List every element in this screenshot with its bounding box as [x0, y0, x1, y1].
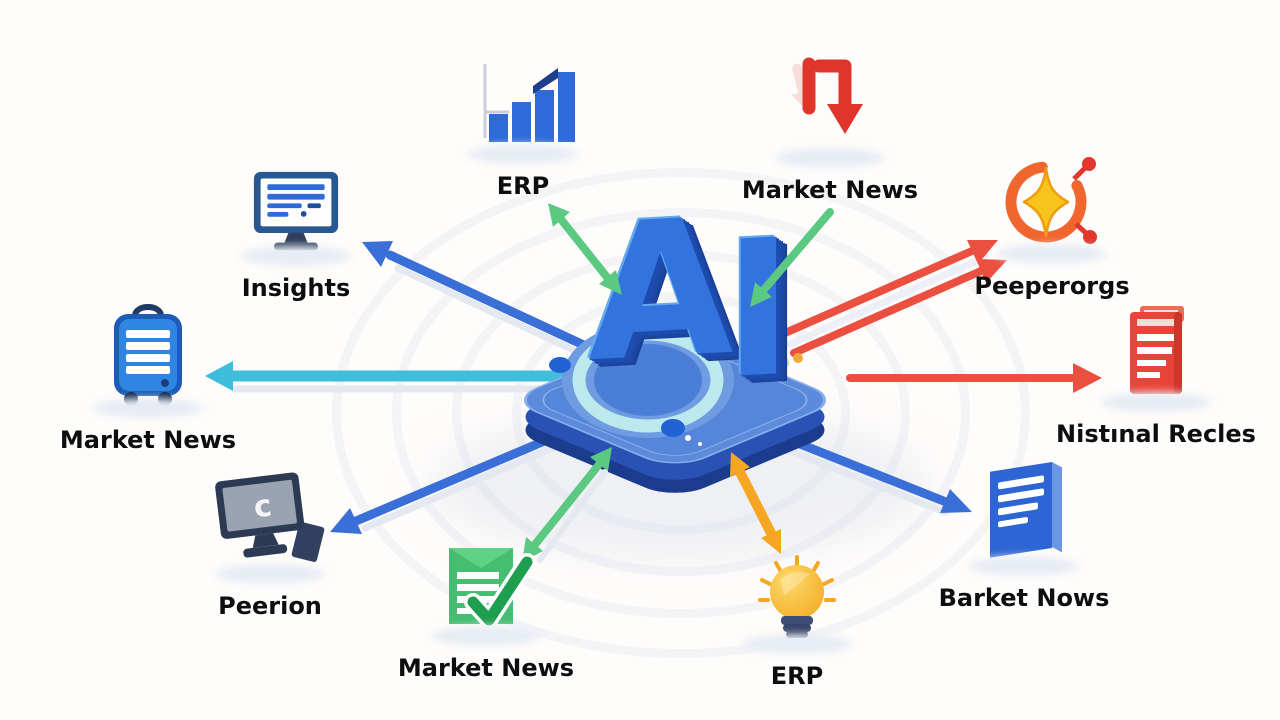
red-turn-down-arrow-icon — [791, 57, 863, 134]
dark-monitor-icon: c — [215, 472, 325, 562]
bar-chart-icon — [483, 64, 575, 142]
node-market-news-bottom: Market News — [366, 536, 606, 682]
svg-text:c: c — [252, 488, 274, 525]
red-document-icon — [1130, 306, 1184, 394]
chip-speck — [698, 442, 702, 446]
arrow-to-peeperorgs — [781, 240, 1007, 357]
chip-speck — [685, 435, 691, 441]
node-barket-nows: Barket Nows — [904, 446, 1144, 612]
node-label: Nistınal Recles — [1056, 420, 1256, 448]
icon-shadow — [1101, 392, 1211, 412]
blue-document-icon — [990, 461, 1062, 558]
arrow-market-news-top — [750, 208, 834, 307]
lightbulb-icon — [758, 555, 836, 638]
icon-shadow — [241, 246, 351, 266]
icon-shadow — [215, 564, 325, 584]
node-market-news-top: Market News — [710, 50, 950, 204]
node-label: Market News — [59, 426, 237, 454]
arrow-erp-top — [548, 203, 622, 295]
node-label: ERP — [770, 662, 824, 690]
node-market-news-left: Market News — [28, 298, 268, 454]
node-erp-bottom: ERP — [677, 554, 917, 690]
arrow-to-insights — [362, 241, 595, 353]
node-erp-top: ERP — [403, 56, 643, 200]
chip-screw — [661, 419, 685, 437]
icon-shadow — [997, 244, 1107, 264]
node-label: Peeperorgs — [974, 272, 1130, 300]
arrow-to-nistinal-recles — [846, 363, 1102, 393]
node-insights: Insights — [176, 168, 416, 302]
chip-ring — [572, 327, 724, 433]
node-label: Peerion — [218, 592, 322, 620]
node-label: Market News — [397, 654, 575, 682]
monitor-insights-icon — [253, 171, 339, 251]
arrow-erp-bottom — [730, 452, 781, 554]
node-label: Barket Nows — [938, 584, 1110, 612]
arrow-to-peerion — [330, 423, 580, 534]
ghost-line — [786, 253, 989, 348]
icon-shadow — [775, 148, 885, 168]
chip-led-orange — [793, 353, 803, 363]
ghost-line — [776, 443, 949, 516]
arrow-to-market-news-left — [205, 361, 596, 391]
ghost-line — [394, 264, 590, 360]
arrow-to-barket-nows — [780, 433, 972, 513]
chip-ring-center — [594, 344, 702, 416]
icon-shadow — [431, 626, 541, 646]
node-nistinal-recles: Nistınal Recles — [1036, 302, 1276, 448]
chip-led-green — [777, 357, 789, 369]
icon-shadow — [742, 634, 852, 654]
icon-shadow — [969, 556, 1079, 576]
chip-screw — [549, 357, 571, 373]
sparkle-ring-icon — [1005, 157, 1097, 244]
ai-chip — [524, 322, 826, 493]
background-ring — [332, 168, 1030, 658]
icon-shadow — [468, 144, 578, 164]
node-peerion: c Peerion — [150, 466, 390, 620]
icon-shadow — [93, 398, 203, 418]
node-label: Insights — [241, 274, 351, 302]
node-label: ERP — [496, 172, 550, 200]
green-document-check-icon — [449, 548, 535, 629]
node-peeperorgs: Peeperorgs — [932, 152, 1172, 300]
node-label: Market News — [741, 176, 919, 204]
briefcase-icon — [114, 304, 182, 406]
ghost-line — [361, 433, 582, 532]
